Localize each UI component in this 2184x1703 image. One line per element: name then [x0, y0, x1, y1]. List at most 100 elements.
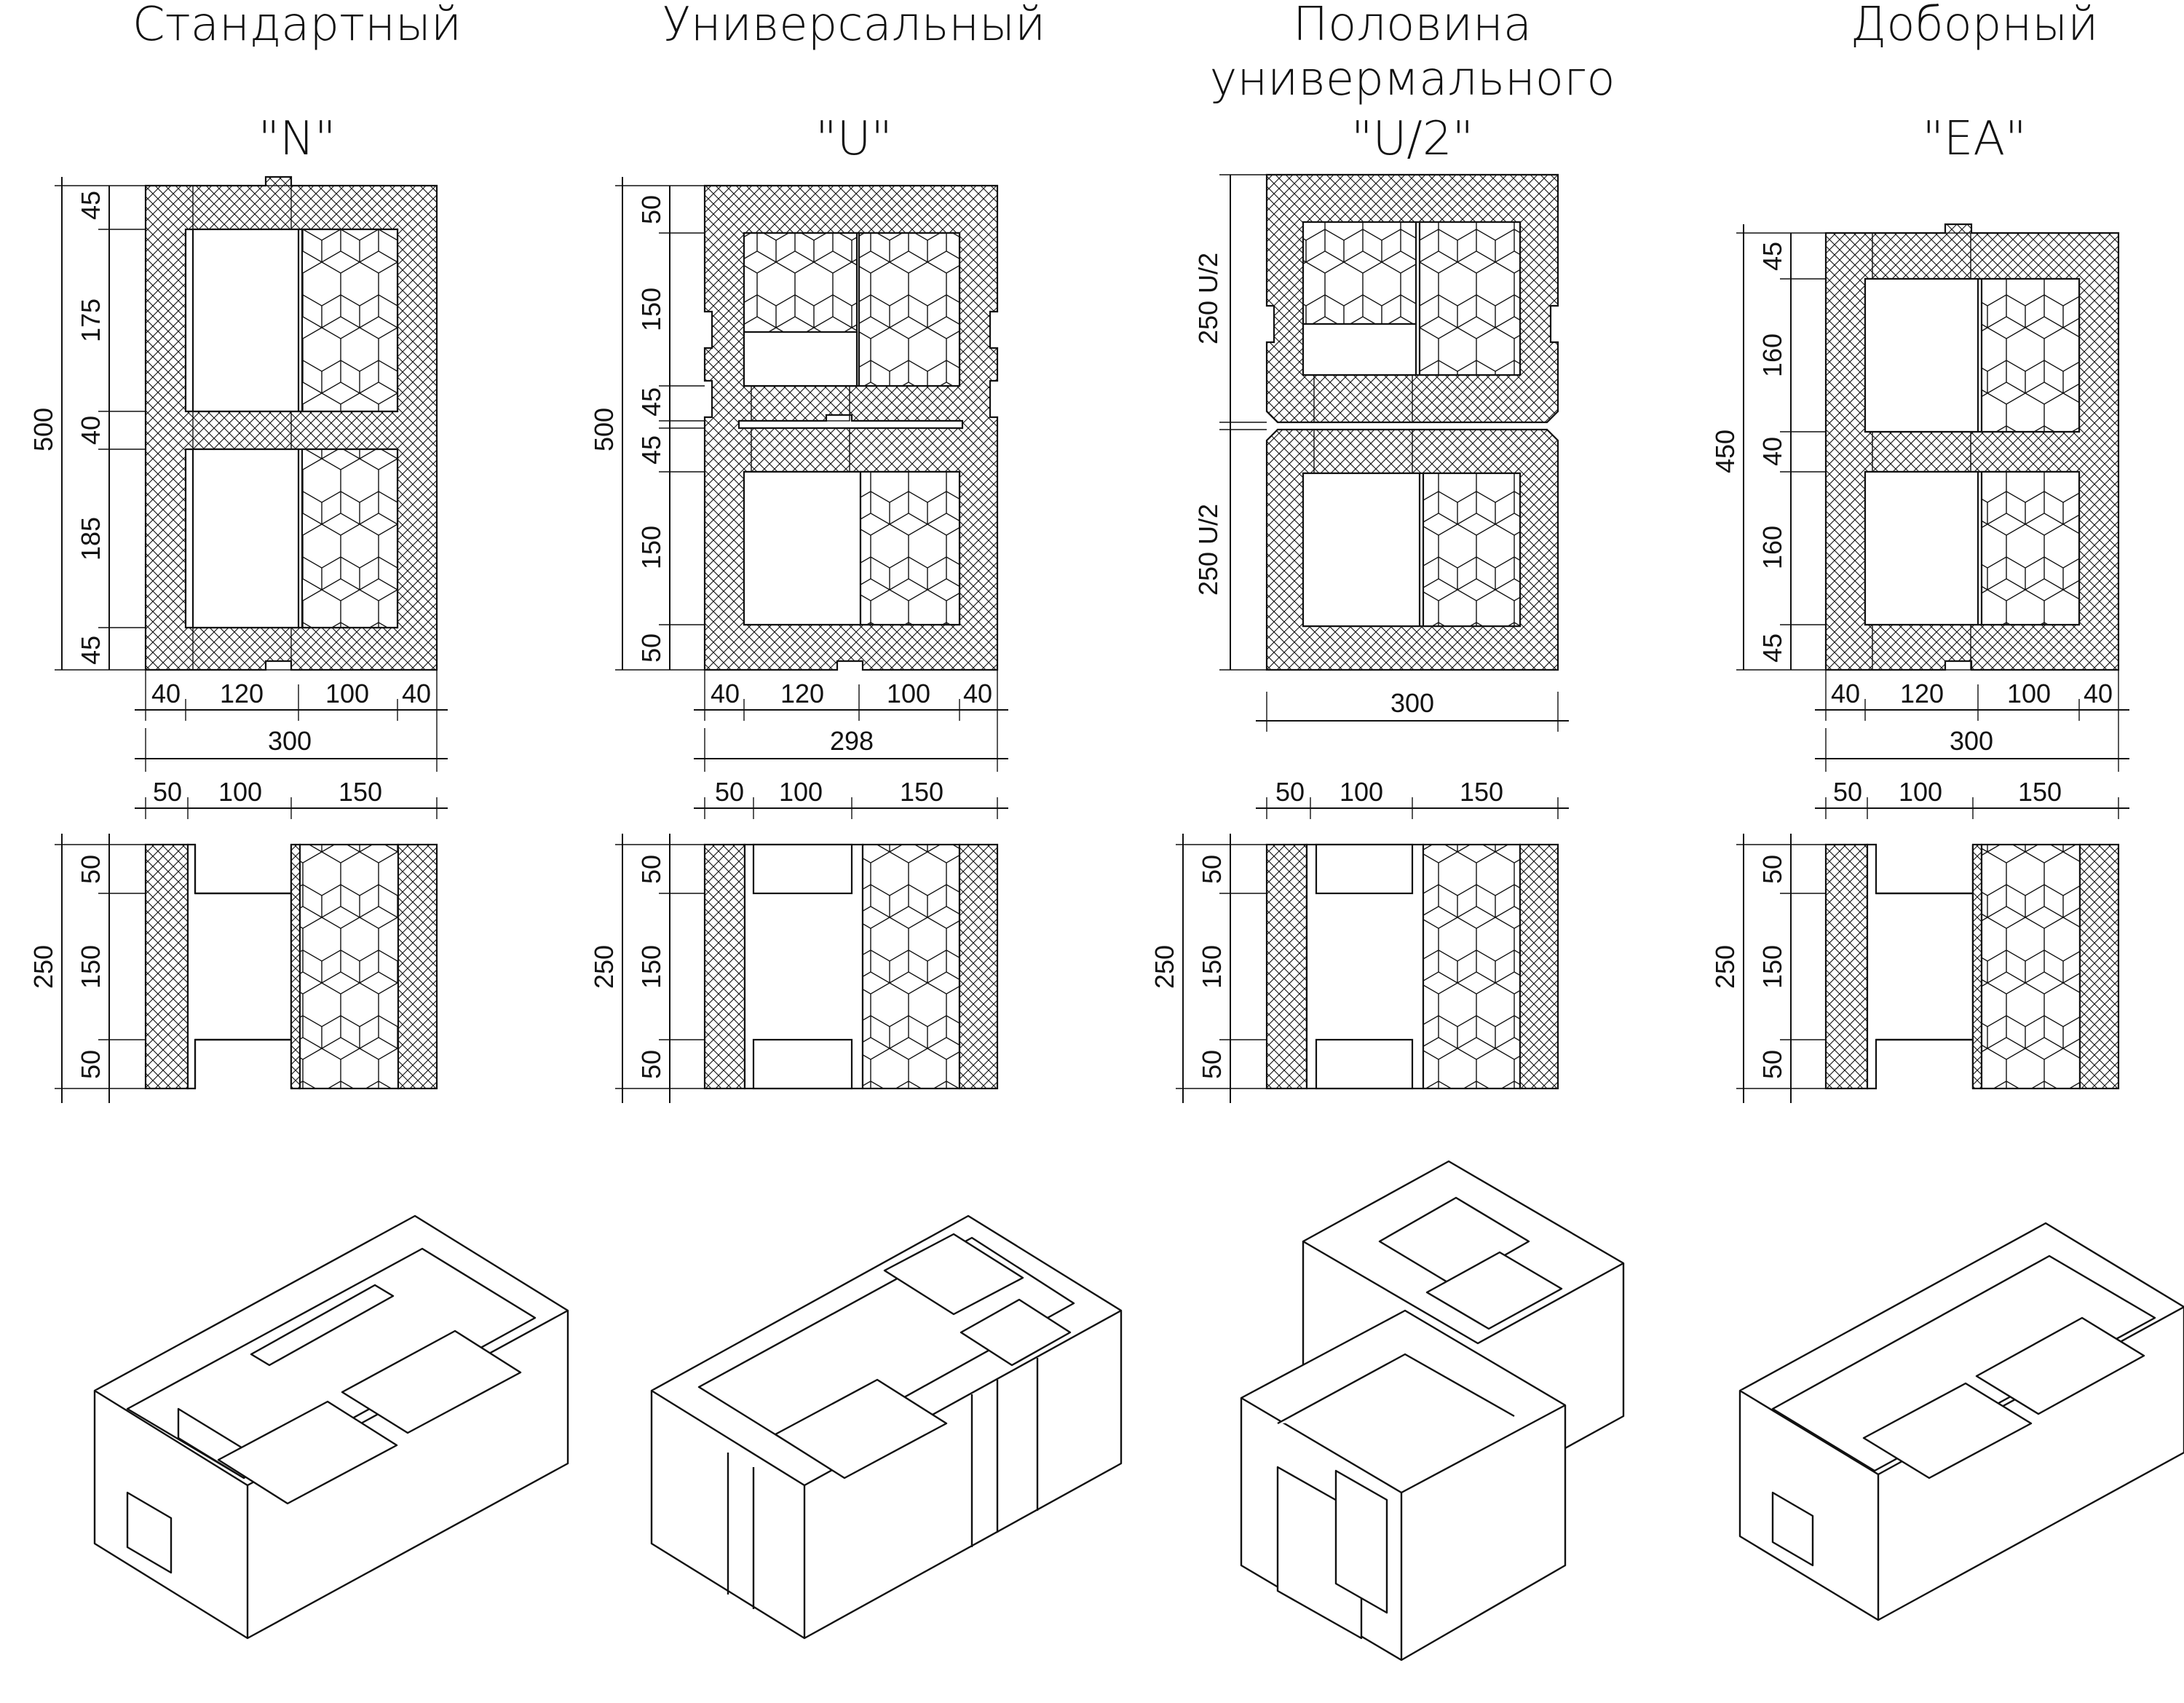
- svg-text:250 U/2: 250 U/2: [1193, 504, 1223, 596]
- svg-text:50: 50: [715, 777, 744, 807]
- svg-text:45: 45: [76, 191, 106, 220]
- section-view-standard: 50 100 150 50 150 50 250: [28, 777, 448, 1103]
- plan-view-universal: 50 150 45 45 150 50 500 40 120 100 40 29…: [589, 177, 1008, 772]
- svg-text:45: 45: [76, 636, 106, 665]
- svg-text:40: 40: [1757, 437, 1787, 466]
- subtitle-standard: "N": [258, 112, 336, 166]
- section-view-universal: 50 100 150 50 150 50 250: [589, 777, 1008, 1103]
- svg-text:100: 100: [779, 777, 823, 807]
- svg-text:150: 150: [636, 288, 666, 331]
- svg-text:120: 120: [780, 679, 824, 708]
- svg-text:300: 300: [1390, 688, 1434, 718]
- section-standard-insulation: [298, 843, 400, 1090]
- svg-text:150: 150: [2018, 777, 2062, 807]
- iso-additional-insulation-2: [1975, 1316, 2145, 1415]
- plan-standard-insulation-upper: [301, 228, 399, 413]
- svg-text:45: 45: [1757, 633, 1787, 663]
- plan-standard-groove-mid: [192, 411, 292, 450]
- iso-universal-insulation-3: [960, 1298, 1072, 1367]
- section-universal-insulation: [861, 843, 961, 1090]
- iso-universal-insulation-1: [774, 1378, 948, 1479]
- svg-text:150: 150: [636, 945, 666, 989]
- svg-text:160: 160: [1757, 333, 1787, 377]
- isometric-view-standard: [93, 1214, 569, 1640]
- svg-text:300: 300: [268, 726, 312, 756]
- svg-text:40: 40: [2084, 679, 2113, 708]
- plan-universal-insulation-ur: [858, 232, 961, 387]
- svg-text:185: 185: [76, 517, 106, 561]
- svg-text:100: 100: [1340, 777, 1383, 807]
- svg-text:40: 40: [151, 679, 181, 708]
- svg-text:250: 250: [1710, 945, 1740, 989]
- svg-text:120: 120: [220, 679, 264, 708]
- subtitle-additional: "EA": [1922, 112, 2026, 166]
- svg-text:100: 100: [887, 679, 930, 708]
- svg-text:150: 150: [76, 945, 106, 989]
- svg-text:100: 100: [325, 679, 369, 708]
- svg-text:50: 50: [1275, 777, 1305, 807]
- plan-half-insulation-lower: [1422, 472, 1522, 628]
- plan-standard-groove-top: [192, 185, 292, 230]
- plan-universal-void-lower: [743, 470, 862, 626]
- svg-text:120: 120: [1900, 679, 1944, 708]
- svg-text:175: 175: [76, 299, 106, 342]
- svg-text:50: 50: [76, 855, 106, 884]
- title-half-universal: Половина: [1293, 0, 1532, 52]
- svg-text:250 U/2: 250 U/2: [1193, 253, 1223, 344]
- plan-additional-insulation-upper: [1980, 277, 2081, 433]
- title-half-universal-line2: универмального: [1209, 52, 1615, 106]
- section-additional-insulation: [1980, 843, 2081, 1090]
- svg-text:40: 40: [402, 679, 431, 708]
- svg-text:50: 50: [1757, 1050, 1787, 1079]
- svg-text:45: 45: [1757, 242, 1787, 271]
- svg-text:50: 50: [636, 1050, 666, 1079]
- svg-text:250: 250: [1150, 945, 1179, 989]
- section-standard-face-right: [397, 843, 438, 1090]
- svg-text:50: 50: [636, 855, 666, 884]
- svg-text:160: 160: [1757, 526, 1787, 569]
- plan-view-additional: 45 160 40 160 45 450 40 120 100 40 300: [1710, 223, 2129, 772]
- svg-text:100: 100: [218, 777, 262, 807]
- svg-text:150: 150: [636, 526, 666, 569]
- title-standard: Стандартный: [132, 0, 462, 52]
- svg-text:100: 100: [1899, 777, 1942, 807]
- svg-text:50: 50: [636, 195, 666, 224]
- section-standard-face-left: [144, 843, 189, 1090]
- svg-text:150: 150: [339, 777, 382, 807]
- svg-text:150: 150: [900, 777, 943, 807]
- iso-half-insulation-side: [1334, 1469, 1388, 1614]
- svg-text:450: 450: [1710, 430, 1740, 473]
- svg-text:50: 50: [1197, 1050, 1227, 1079]
- svg-text:40: 40: [1831, 679, 1860, 708]
- section-view-half-universal: 50 100 150 50 150 50 250: [1150, 777, 1569, 1103]
- iso-universal-insulation-2: [883, 1233, 1024, 1316]
- svg-text:50: 50: [1833, 777, 1862, 807]
- svg-text:250: 250: [28, 945, 58, 989]
- plan-standard-insulation-lower: [301, 448, 399, 629]
- subtitle-half-universal: "U/2": [1351, 112, 1473, 166]
- block-titles: Стандартный "N" Универсальный "U" Полови…: [132, 0, 2098, 166]
- plan-standard-void-lower: [191, 448, 300, 629]
- isometric-view-universal: [650, 1214, 1123, 1640]
- svg-text:100: 100: [2007, 679, 2051, 708]
- section-view-additional: 50 100 150 50 150 50 250: [1710, 777, 2129, 1103]
- svg-text:50: 50: [636, 633, 666, 663]
- iso-standard-insulation-2: [341, 1329, 522, 1434]
- svg-text:250: 250: [589, 945, 619, 989]
- iso-standard-insulation-1: [217, 1400, 398, 1505]
- svg-text:50: 50: [153, 777, 182, 807]
- svg-text:500: 500: [589, 408, 619, 451]
- isometric-view-half-universal: [1240, 1160, 1625, 1661]
- title-additional: Доборный: [1851, 0, 2099, 52]
- iso-half-insulation-top-1: [1378, 1196, 1530, 1287]
- subtitle-universal: "U": [815, 112, 893, 166]
- svg-text:150: 150: [1197, 945, 1227, 989]
- svg-text:150: 150: [1757, 945, 1787, 989]
- plan-universal-insulation-lower: [859, 470, 961, 626]
- plan-view-half-universal: 250 U/2 250 U/2 300: [1193, 173, 1569, 732]
- iso-half-insulation-top-2: [1425, 1251, 1563, 1330]
- plan-standard-groove-bottom: [192, 627, 292, 671]
- svg-text:45: 45: [636, 435, 666, 465]
- plan-standard-void-upper: [191, 228, 300, 413]
